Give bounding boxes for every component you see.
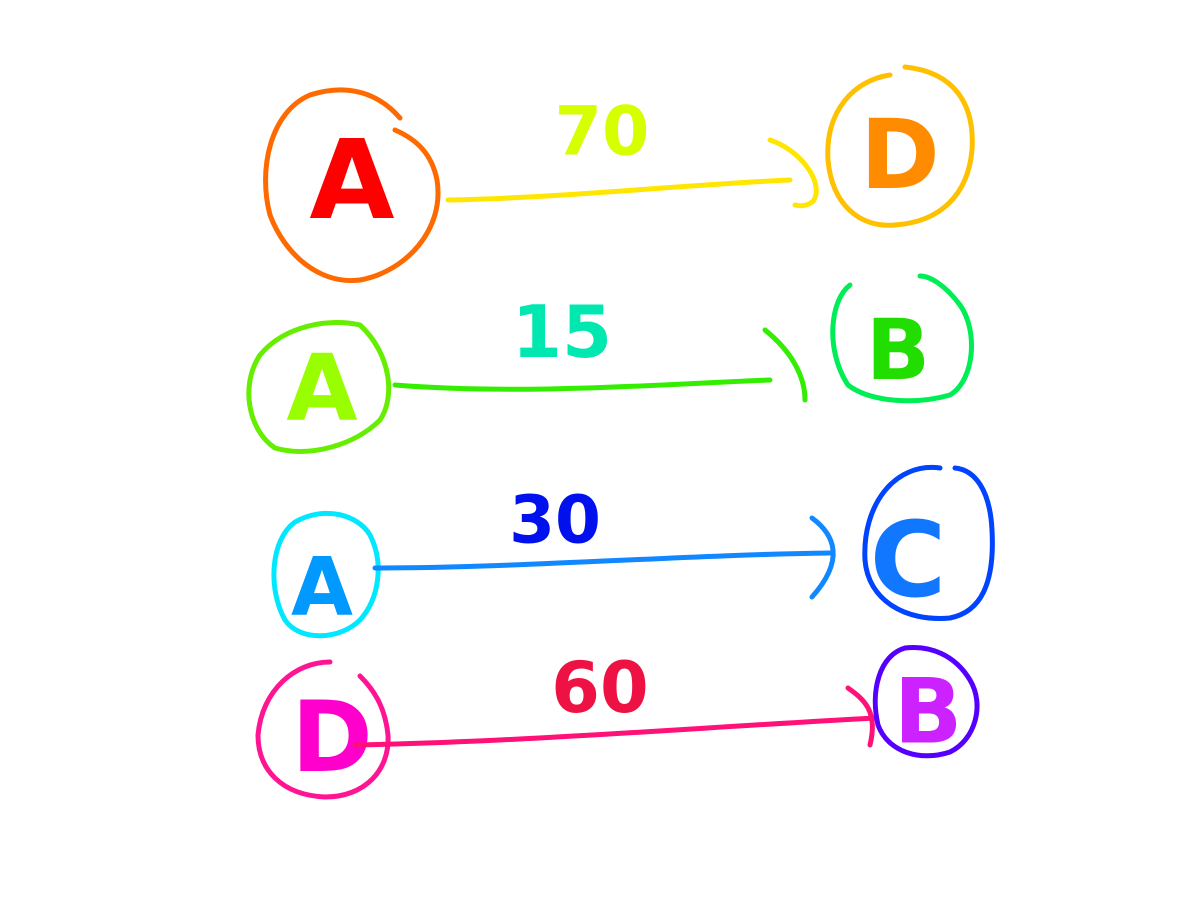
edge-weight-label: 30 (509, 482, 601, 559)
edge-line (352, 715, 878, 748)
target-node-label: B (894, 660, 963, 765)
target-node-label: B (866, 301, 930, 399)
edge-line (392, 377, 773, 392)
arrow-head (809, 515, 836, 600)
edge-row: A 15 B (246, 273, 974, 454)
target-node-circle (825, 64, 975, 228)
source-node-label: A (286, 335, 357, 442)
arrow-head (845, 685, 875, 748)
arrow-head (767, 137, 819, 209)
source-node-circle (271, 510, 381, 639)
edge-row: A 70 D (263, 64, 975, 284)
edge-weight-label: 70 (555, 93, 650, 172)
source-node-label: A (291, 541, 353, 634)
source-node-circle (246, 320, 392, 454)
edge-line (445, 177, 793, 203)
edge-line (372, 550, 833, 571)
target-node-label: D (860, 99, 940, 211)
source-node-label: D (291, 681, 372, 795)
target-node-label: C (870, 499, 946, 621)
target-node-circle (872, 644, 980, 759)
edge-weight-label: 15 (512, 290, 612, 374)
source-node-circle (255, 659, 391, 800)
edge-weight-label: 60 (551, 647, 648, 729)
source-node-circle (263, 87, 441, 284)
edge-row: D 60 B (255, 644, 980, 800)
source-node-label: A (309, 116, 394, 244)
target-node-circle (830, 273, 974, 404)
edge-row: A 30 C (271, 464, 995, 639)
arrow-head (762, 327, 808, 403)
target-node-circle (862, 464, 995, 621)
